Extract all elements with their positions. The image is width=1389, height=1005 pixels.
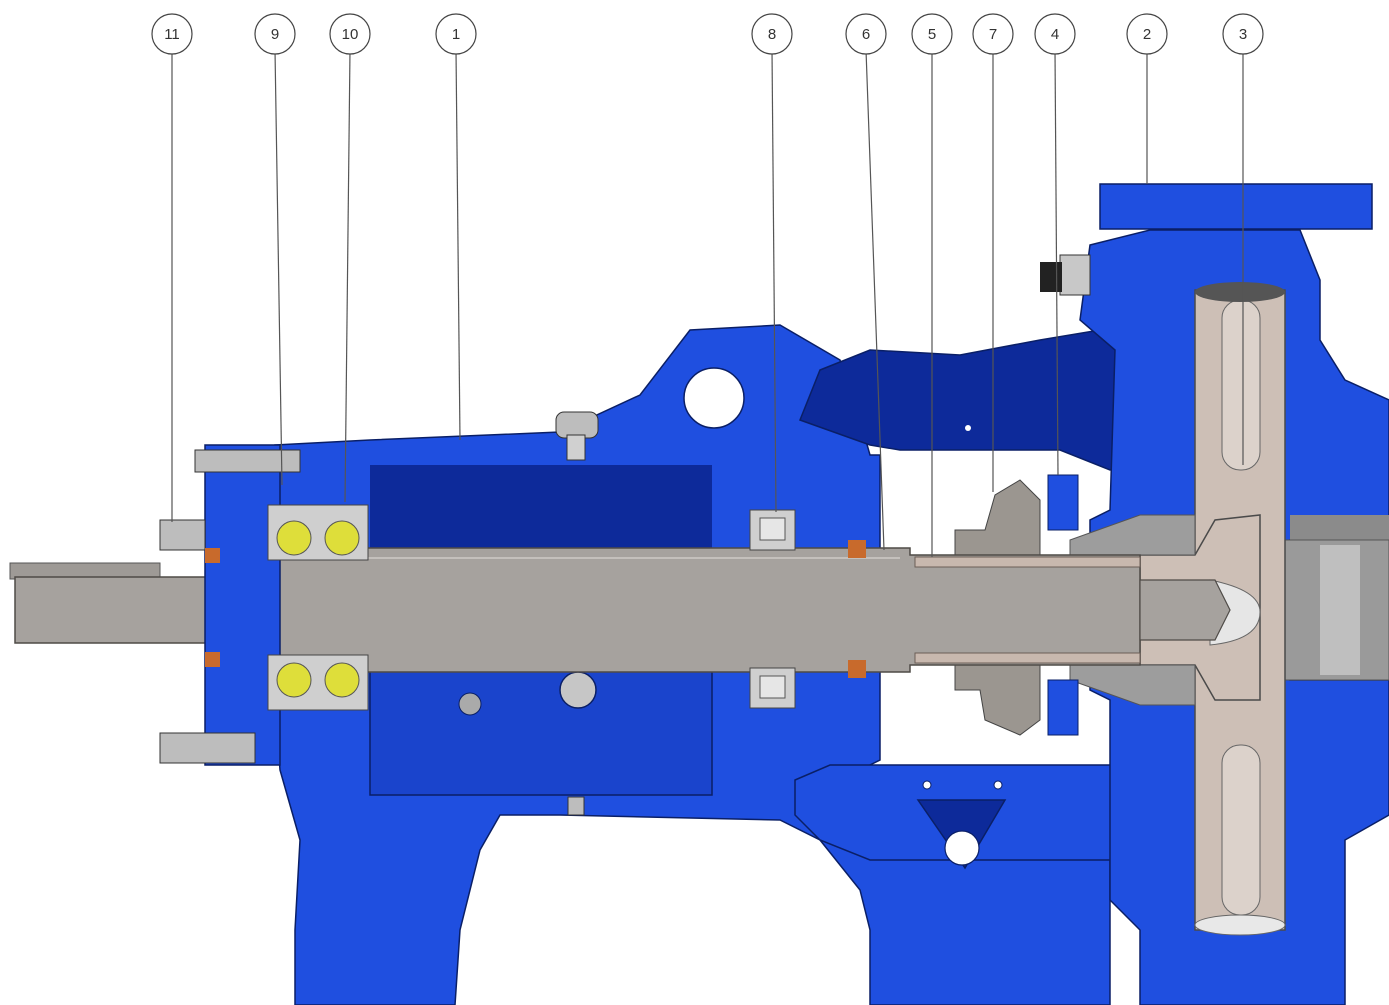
callout-9: 9 bbox=[254, 13, 296, 55]
callout-8-circle bbox=[751, 13, 793, 55]
callout-8: 8 bbox=[751, 13, 793, 55]
callout-10: 10 bbox=[329, 13, 371, 55]
callout-6-circle bbox=[845, 13, 887, 55]
radial-bearing-lower bbox=[749, 667, 796, 709]
callout-6-label: 6 bbox=[862, 26, 870, 43]
callout-4-label: 4 bbox=[1051, 26, 1059, 43]
callout-10-circle bbox=[329, 13, 371, 55]
adapter-pin-left bbox=[922, 780, 932, 790]
volute-bolt-nut bbox=[1059, 254, 1091, 296]
discharge-flange bbox=[1099, 183, 1373, 230]
gland-bolt-lower bbox=[1047, 679, 1079, 736]
end-cover-bolt-top bbox=[194, 449, 301, 473]
callout-2-circle bbox=[1126, 13, 1168, 55]
callout-11: 11 bbox=[151, 13, 193, 55]
locknut bbox=[159, 519, 206, 551]
impeller-outer-bottom bbox=[1194, 914, 1286, 936]
callout-5: 5 bbox=[911, 13, 953, 55]
callout-10-label: 10 bbox=[342, 26, 359, 43]
callout-11-label: 11 bbox=[164, 26, 180, 43]
seal-copper-right-bottom bbox=[848, 660, 866, 678]
suction-bore-upper bbox=[1290, 515, 1389, 540]
callout-3: 3 bbox=[1222, 13, 1264, 55]
leader-10 bbox=[344, 49, 351, 503]
bearing-housing bbox=[159, 444, 866, 766]
callout-1: 1 bbox=[435, 13, 477, 55]
callout-3-label: 3 bbox=[1239, 26, 1247, 43]
gland-lower bbox=[954, 664, 1041, 736]
end-cover-bolt-bottom bbox=[159, 732, 256, 764]
shaft-assembly bbox=[9, 547, 1231, 673]
frame-drain-plug bbox=[567, 796, 585, 816]
callout-6: 6 bbox=[845, 13, 887, 55]
callout-7-circle bbox=[972, 13, 1014, 55]
stuffing-cone-upper bbox=[1069, 514, 1196, 556]
seal-copper-left-top bbox=[205, 548, 220, 563]
impeller-vane-upper bbox=[1221, 299, 1261, 471]
frame-upper-cavity bbox=[370, 465, 712, 550]
thrust-bearing-ball-4 bbox=[324, 662, 360, 698]
frame-lifting-hole bbox=[683, 367, 745, 429]
leader-1 bbox=[455, 49, 461, 441]
impeller-vane-lower bbox=[1221, 744, 1261, 916]
gland-upper bbox=[954, 479, 1041, 556]
leader-6 bbox=[865, 49, 885, 551]
callout-2: 2 bbox=[1126, 13, 1168, 55]
leader-lines bbox=[171, 49, 1244, 557]
callout-3-circle bbox=[1222, 13, 1264, 55]
frame-vent-stem bbox=[566, 434, 586, 461]
gland-bolt-upper bbox=[1047, 474, 1079, 531]
frame-oil-plug bbox=[458, 692, 482, 716]
volute-bolt-head bbox=[1040, 262, 1062, 292]
thrust-bearing-ball-1 bbox=[276, 520, 312, 556]
impeller-outer-top bbox=[1195, 282, 1285, 302]
radial-bearing-upper-roller bbox=[759, 517, 786, 541]
callout-7: 7 bbox=[972, 13, 1014, 55]
thrust-bearing-ball-3 bbox=[276, 662, 312, 698]
adapter-pin-right bbox=[993, 780, 1003, 790]
callout-4: 4 bbox=[1034, 13, 1076, 55]
shaft-sleeve-lower bbox=[914, 652, 1141, 664]
callout-8-label: 8 bbox=[768, 26, 776, 43]
stuffing-cone-lower bbox=[1069, 664, 1196, 706]
seal-copper-right-top bbox=[848, 540, 866, 558]
callout-5-circle bbox=[911, 13, 953, 55]
callout-9-circle bbox=[254, 13, 296, 55]
callout-2-label: 2 bbox=[1143, 26, 1151, 43]
callout-7-label: 7 bbox=[989, 26, 997, 43]
callout-11-circle bbox=[151, 13, 193, 55]
callout-1-label: 1 bbox=[452, 26, 460, 43]
end-cover bbox=[204, 444, 281, 766]
radial-bearing-lower-roller bbox=[759, 675, 786, 699]
frame-sight-glass bbox=[559, 671, 597, 709]
adapter-small-hole bbox=[965, 425, 971, 431]
adapter-window-hole bbox=[944, 830, 980, 866]
leader-8 bbox=[771, 49, 777, 513]
shaft-sleeve-upper bbox=[914, 556, 1141, 568]
seal-copper-left-bottom bbox=[205, 652, 220, 667]
frame-lower-cavity bbox=[369, 664, 713, 796]
suction-bore-shine bbox=[1320, 545, 1360, 675]
leader-4 bbox=[1054, 49, 1059, 476]
callout-5-label: 5 bbox=[928, 26, 936, 43]
callout-4-circle bbox=[1034, 13, 1076, 55]
adapter-bracket bbox=[794, 329, 1161, 870]
frame-vent-plug bbox=[555, 411, 599, 439]
shaft-nose bbox=[1139, 579, 1231, 641]
callout-1-circle bbox=[435, 13, 477, 55]
leader-9 bbox=[274, 49, 283, 486]
stuffing-box bbox=[954, 474, 1196, 736]
callout-9-label: 9 bbox=[271, 26, 279, 43]
thrust-bearing-ball-2 bbox=[324, 520, 360, 556]
